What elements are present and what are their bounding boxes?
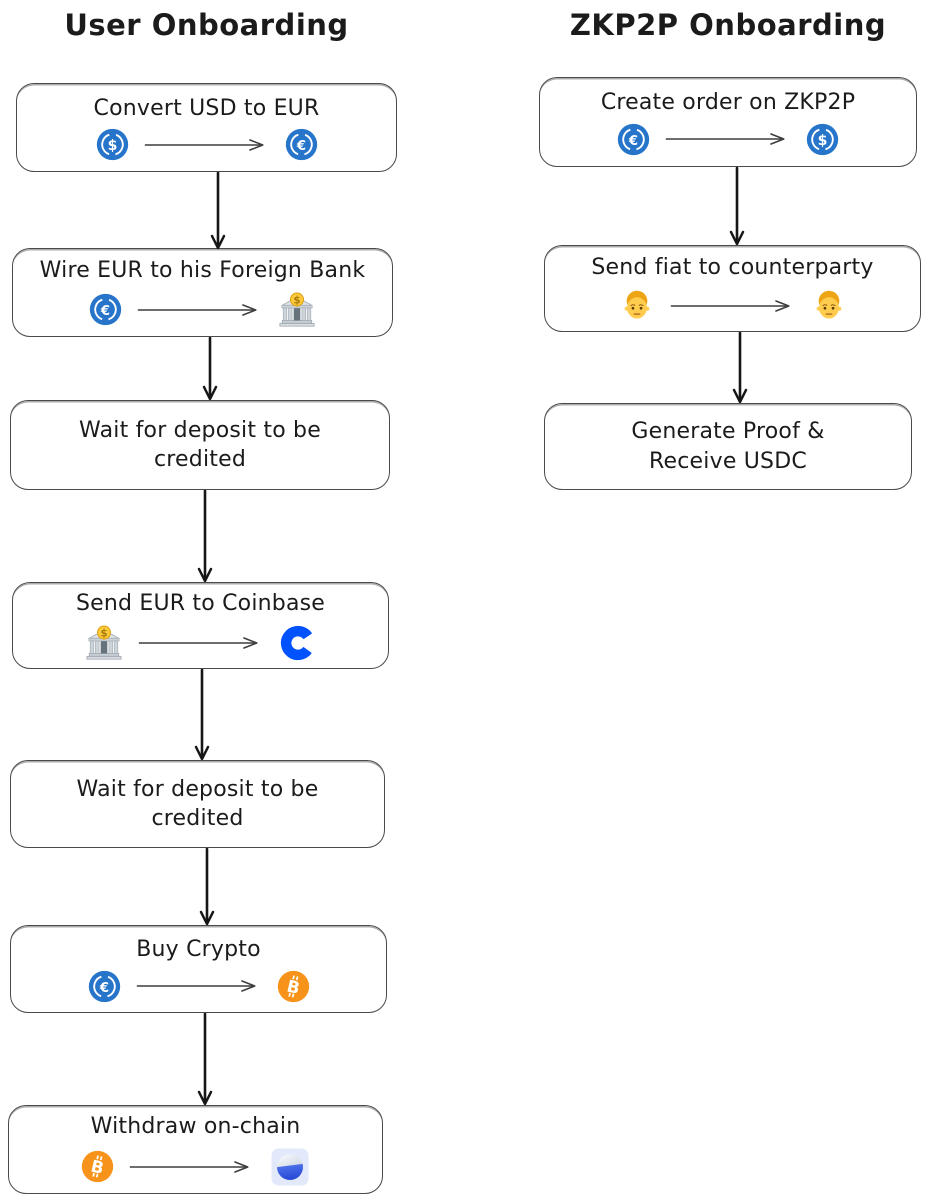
bitcoin-icon [277,970,310,1003]
arrow-right-icon [135,977,263,995]
node-convert-usd-to-eur: Convert USD to EUR [16,83,397,172]
arrow-down-connector [197,1013,213,1106]
usd-coin-icon [806,123,839,156]
arrow-down-connector [210,172,226,250]
node-label: Buy Crypto [136,937,261,963]
eur-coin-icon [89,293,122,326]
column-title-zkp2p-onboarding: ZKP2P Onboarding [569,8,887,42]
wallet-icon [270,1147,310,1187]
node-label: Convert USD to EUR [93,95,320,121]
bank-icon [278,291,316,329]
node-label: Wait for deposit to be credited [76,776,319,831]
node-label: Withdraw on-chain [90,1114,301,1140]
arrow-down-connector [729,167,745,246]
arrow-right-icon [664,130,792,148]
node-wait-deposit-1: Wait for deposit to be credited [10,400,390,490]
node-label: Wait for deposit to be credited [79,417,321,472]
eur-coin-icon [88,970,121,1003]
node-send-fiat-counterparty: Send fiat to counterparty [544,245,921,332]
column-title-user-onboarding: User Onboarding [64,8,349,42]
person-icon [811,288,847,324]
person-icon [619,288,655,324]
node-buy-crypto: Buy Crypto [10,925,387,1013]
node-label: Send EUR to Coinbase [75,591,326,617]
arrow-right-icon [128,1158,256,1176]
node-wait-deposit-2: Wait for deposit to be credited [10,760,385,848]
arrow-down-connector [197,490,213,583]
arrow-down-connector [202,337,218,401]
node-label: Send fiat to counterparty [591,255,874,281]
arrow-down-connector [194,669,210,761]
node-label: Create order on ZKP2P [600,90,856,116]
node-create-order-zkp2p: Create order on ZKP2P [539,77,917,167]
eur-coin-icon [285,128,318,161]
arrow-right-icon [143,136,271,154]
bitcoin-icon [81,1150,114,1183]
coinbase-icon [279,624,317,662]
node-label: Generate Proof & Receive USDC [631,419,825,474]
node-wire-eur-foreign-bank: Wire EUR to his Foreign Bank [12,248,393,337]
arrow-right-icon [669,297,797,315]
eur-coin-icon [617,123,650,156]
node-label: Wire EUR to his Foreign Bank [39,258,366,284]
arrow-down-connector [199,848,215,926]
usd-coin-icon [96,128,129,161]
node-withdraw-onchain: Withdraw on-chain [8,1105,383,1194]
node-send-eur-coinbase: Send EUR to Coinbase [12,582,389,669]
bank-icon [85,624,123,662]
arrow-right-icon [136,301,264,319]
arrow-down-connector [732,332,748,404]
node-generate-proof-receive-usdc: Generate Proof & Receive USDC [544,403,912,490]
arrow-right-icon [137,634,265,652]
